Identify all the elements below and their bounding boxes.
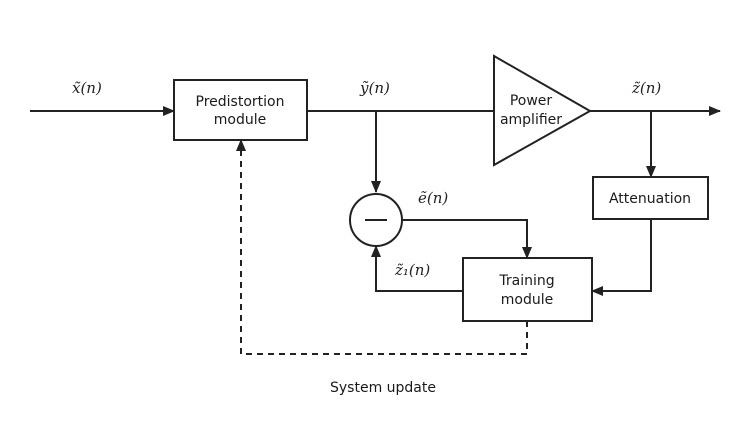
- error-line: [402, 219, 532, 259]
- feedback-line: [371, 245, 463, 292]
- training-label-line2: module: [501, 292, 553, 308]
- error-signal-label: ẽ(n): [418, 189, 448, 207]
- system-update-dashed-line: [236, 139, 528, 355]
- attenuation-to-training-line: [591, 219, 652, 296]
- feedback-signal-label: z̃₁(n): [394, 261, 430, 279]
- predistortion-module-block: [173, 79, 308, 141]
- amplifier-label-line2: amplifier: [500, 112, 562, 128]
- predistortion-label-line2: module: [214, 112, 266, 128]
- input-signal-label: x̃(n): [72, 79, 102, 97]
- output-signal-label: z̃(n): [631, 79, 661, 97]
- attenuation-label: Attenuation: [609, 191, 691, 207]
- training-module-block: [462, 257, 593, 322]
- amplifier-label-line1: Power: [510, 93, 553, 109]
- predistorted-signal-label: ỹ(n): [359, 79, 390, 97]
- power-amplifier-block: [493, 54, 593, 167]
- system-update-caption: System update: [330, 380, 436, 396]
- predistortion-label-line1: Predistortion: [196, 94, 285, 110]
- attenuation-block: [592, 176, 709, 220]
- training-label-line1: Training: [498, 273, 554, 289]
